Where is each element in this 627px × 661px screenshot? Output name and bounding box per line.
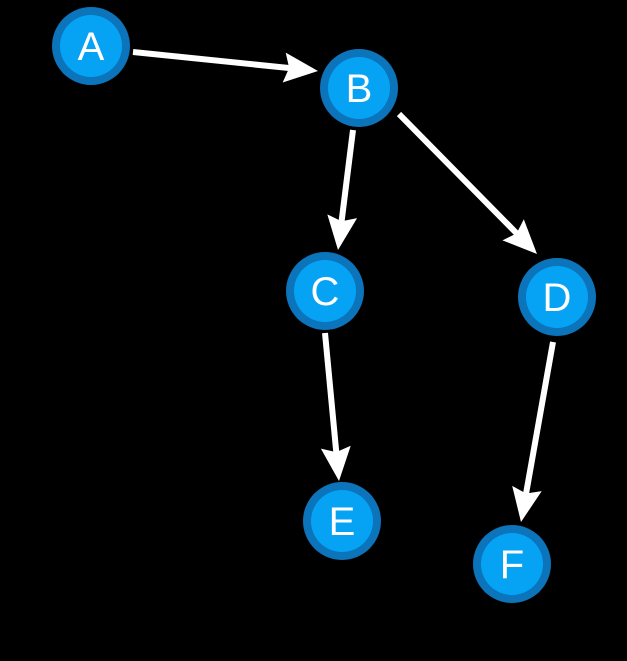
- graph-node-a[interactable]: A: [52, 7, 130, 85]
- graph-edge-a-b[interactable]: [132, 49, 318, 83]
- node-fill: [294, 260, 356, 322]
- node-fill: [311, 490, 373, 552]
- graph-edge-b-d[interactable]: [396, 111, 537, 254]
- node-label: E: [329, 500, 356, 544]
- edge-line: [338, 129, 356, 223]
- node-label: B: [346, 67, 373, 111]
- edge-arrowhead-icon: [512, 485, 542, 522]
- edge-line: [522, 341, 556, 495]
- edge-layer: [132, 49, 556, 522]
- edge-arrowhead-icon: [502, 219, 537, 254]
- node-fill: [60, 15, 122, 77]
- graph-node-c[interactable]: C: [286, 252, 364, 330]
- edge-arrowhead-icon: [320, 445, 351, 481]
- edge-line: [132, 49, 291, 72]
- edge-line: [396, 111, 520, 237]
- node-fill: [526, 266, 588, 328]
- graph-edge-c-e[interactable]: [320, 332, 351, 481]
- node-label: C: [311, 270, 340, 314]
- node-fill: [328, 57, 390, 119]
- node-label: F: [500, 543, 524, 587]
- graph-node-d[interactable]: D: [518, 258, 596, 336]
- edge-arrowhead-icon: [327, 214, 358, 250]
- node-label: D: [543, 276, 572, 320]
- node-layer: A B C D E F: [52, 7, 596, 603]
- node-label: A: [78, 25, 105, 69]
- graph-edge-b-c[interactable]: [327, 129, 358, 250]
- graph-node-f[interactable]: F: [473, 525, 551, 603]
- graph-node-b[interactable]: B: [320, 49, 398, 127]
- node-fill: [481, 533, 543, 595]
- edge-arrowhead-icon: [282, 52, 318, 83]
- graph-node-e[interactable]: E: [303, 482, 381, 560]
- graph-edge-d-f[interactable]: [512, 341, 556, 522]
- edge-line: [322, 332, 340, 454]
